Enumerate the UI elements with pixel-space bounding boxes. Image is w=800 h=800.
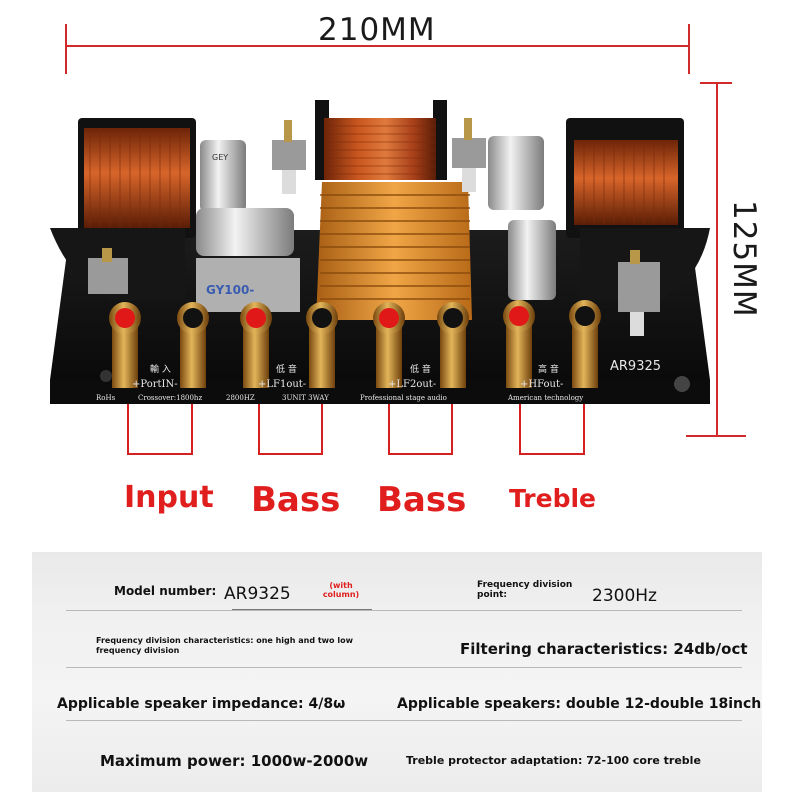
freq-characteristics-label: Frequency division characteristics: one … [96, 636, 353, 655]
channel-brackets [127, 404, 585, 455]
binding-post-red [109, 302, 141, 388]
capacitor: GEY [200, 140, 246, 212]
treble-bracket [519, 404, 585, 455]
divider [66, 610, 742, 611]
binding-post-black [437, 302, 469, 388]
width-dimension-line [66, 45, 690, 47]
silk-cn-input: 輸 入 [150, 363, 171, 375]
treble-protector-label: Treble protector adaptation: 72-100 core… [406, 754, 701, 767]
silk-cn-treble: 高 音 [538, 363, 559, 375]
speakers-label: Applicable speakers: double 12-double 18… [397, 696, 762, 712]
screw-post [88, 248, 128, 294]
binding-post-red [240, 302, 272, 388]
model-number-value: AR9325 [224, 584, 291, 604]
model-number-label: Model number: [114, 584, 217, 598]
binding-post-red [373, 302, 405, 388]
left-inductor-coil [50, 118, 196, 300]
cap-brand-text: GEY [212, 153, 228, 162]
mount-hole [100, 370, 112, 382]
max-power-label: Maximum power: 1000w-2000w [100, 752, 369, 770]
binding-post-black [306, 302, 338, 388]
divider [66, 667, 742, 668]
height-dimension-tick-bottom [686, 435, 746, 437]
channel-label-treble: Treble [509, 484, 597, 513]
capacitor [508, 220, 556, 300]
height-dimension-line [716, 82, 718, 437]
silk-cn-bass2: 低 音 [410, 363, 431, 375]
cap-label-text: GY100- [206, 283, 254, 297]
impedance-label: Applicable speaker impedance: 4/8ω [57, 696, 346, 712]
channel-label-bass1: Bass [251, 480, 341, 520]
capacitor [196, 208, 294, 256]
freq-point-label: Frequency division point: [477, 580, 573, 600]
height-dimension-tick-top [700, 82, 732, 84]
silk-american: American technology [507, 394, 583, 402]
silk-port-in: +PortIN- [132, 379, 178, 390]
capacitor: GY100- [196, 258, 300, 312]
filter-characteristics-label: Filtering characteristics: 24db/oct [460, 640, 748, 658]
binding-post-black [569, 300, 601, 388]
silk-pro-audio: Professional stage audio [360, 394, 447, 402]
silk-lf2-out: +LF2out- [388, 379, 436, 390]
bass2-bracket [388, 404, 453, 455]
center-inductor-coil [315, 100, 447, 180]
capacitor [488, 136, 544, 210]
screw-post [618, 250, 660, 336]
channel-label-bass2: Bass [377, 480, 467, 520]
channel-label-input: Input [124, 480, 214, 515]
silk-crossover: Crossover:1800hz [138, 394, 202, 402]
width-dimension-tick-left [65, 24, 67, 74]
spec-panel: Model number: AR9325 (with column) Frequ… [32, 552, 762, 792]
silk-model: AR9325 [610, 359, 661, 374]
screw-post [452, 118, 486, 192]
binding-post-red [503, 300, 535, 388]
width-dimension-tick-right [688, 24, 690, 74]
binding-post-black [177, 302, 209, 388]
screw-post [272, 120, 306, 194]
width-dimension-label: 210MM [318, 12, 436, 48]
silk-hf-out: +HFout- [520, 379, 563, 390]
silk-2800hz: 2800HZ [226, 394, 255, 402]
input-bracket [127, 404, 193, 455]
model-note: (with column) [322, 581, 360, 599]
silk-3unit: 3UNIT 3WAY [282, 394, 329, 402]
silk-lf1-out: +LF1out- [258, 379, 306, 390]
heatsink [316, 182, 472, 320]
divider [66, 720, 742, 721]
freq-point-value: 2300Hz [592, 586, 657, 606]
crossover-board-photo: GEY GY100- 輸 入 低 音 [50, 100, 710, 404]
divider [232, 609, 372, 610]
mount-hole [674, 376, 690, 392]
silk-rohs: RoHs [96, 394, 116, 402]
silk-cn-bass1: 低 音 [276, 363, 297, 375]
bass1-bracket [258, 404, 323, 455]
